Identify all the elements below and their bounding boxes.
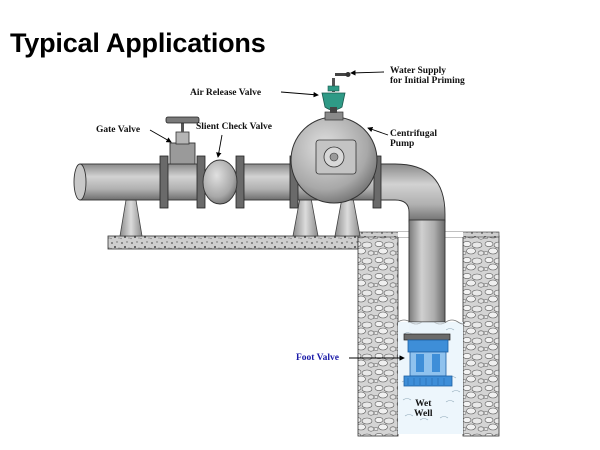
wet-well-label: Wet Well bbox=[414, 399, 432, 419]
page-title: Typical Applications bbox=[10, 28, 266, 58]
discharge-pipe bbox=[73, 163, 296, 201]
suction-pipe bbox=[380, 163, 451, 341]
centrifugal-pump-label: Centrifugal Pump bbox=[390, 129, 437, 149]
air-release-valve-label: Air Release Valve bbox=[190, 88, 262, 98]
gate-valve bbox=[165, 116, 200, 201]
silent-check-valve-label: Slient Check Valve bbox=[196, 122, 273, 132]
concrete-slab bbox=[107, 235, 359, 250]
centrifugal-pump bbox=[290, 111, 378, 204]
air-release-valve bbox=[321, 72, 351, 113]
support-right bbox=[334, 197, 361, 237]
support-left bbox=[119, 199, 143, 237]
wet-well-label-line2: Well bbox=[414, 409, 433, 419]
gate-valve-label: Gate Valve bbox=[96, 125, 141, 135]
centrifugal-pump-label-line2: Pump bbox=[390, 139, 415, 149]
water-supply-label: Water Supply for Initial Priming bbox=[390, 66, 465, 86]
water-supply-label-line2: for Initial Priming bbox=[390, 76, 465, 86]
foot-valve-label: Foot Valve bbox=[296, 353, 340, 363]
well-wall-left bbox=[357, 235, 399, 437]
wet-well-label-line1: Wet bbox=[415, 399, 432, 409]
water-supply-label-line1: Water Supply bbox=[390, 66, 447, 76]
silent-check-valve bbox=[202, 159, 238, 205]
well-wall-right bbox=[462, 235, 500, 437]
centrifugal-pump-label-line1: Centrifugal bbox=[390, 129, 437, 139]
foot-valve bbox=[403, 339, 453, 387]
pipe-supports bbox=[119, 197, 361, 237]
leader-lines bbox=[149, 70, 405, 361]
